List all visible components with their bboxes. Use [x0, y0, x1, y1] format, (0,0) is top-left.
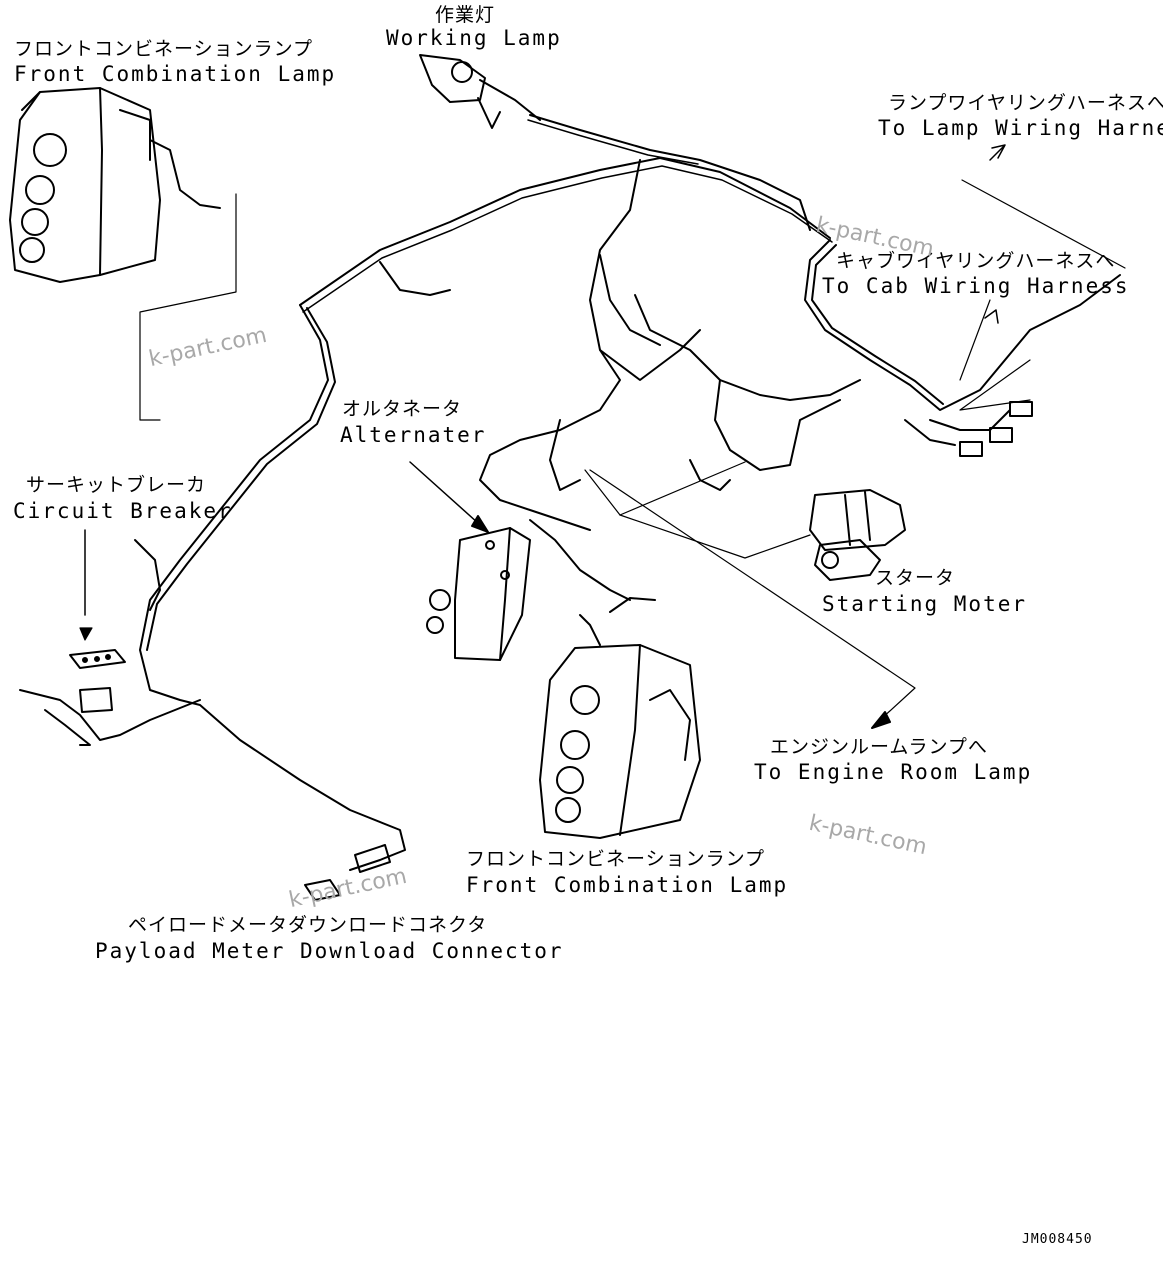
front-combination-lamp-bottom — [539, 597, 701, 839]
payload-connector-label-en: Payload Meter Download Connector — [95, 939, 564, 963]
harness-cab-branch — [804, 239, 1121, 411]
working-lamp-label-en: Working Lamp — [386, 26, 562, 50]
leader-engine-room-lamp — [589, 469, 916, 721]
starting-moter-label-jp: スタータ — [875, 567, 956, 589]
payload-connector-label-jp: ペイロードメータダウンロードコネクタ — [128, 914, 488, 936]
payload-connector — [304, 844, 391, 901]
circuit-breaker-label-en: Circuit Breaker — [13, 499, 233, 523]
front-combination-lamp-bottom-label-en: Front Combination Lamp — [466, 873, 789, 897]
cab-wiring-harness-label-en: To Cab Wiring Harness — [822, 274, 1130, 298]
alternater-label-jp: オルタネータ — [342, 398, 463, 420]
front-combination-lamp-left-label-jp: フロントコンビネーションランプ — [14, 38, 314, 60]
harness-left-branch — [139, 304, 406, 871]
working-lamp — [419, 54, 541, 129]
cab-wiring-harness-label-jp: キャブワイヤリングハーネスへ — [836, 250, 1116, 272]
lamp-leader-line — [139, 193, 237, 421]
front-combination-lamp-bottom-label-jp: フロントコンビネーションランプ — [466, 848, 766, 870]
working-lamp-label-jp: 作業灯 — [435, 4, 496, 26]
harness-working-lamp-branch — [529, 114, 811, 231]
starting-motor — [809, 489, 906, 581]
engine-room-lamp-label-jp: エンジンルームランプへ — [770, 736, 988, 758]
engine-room-lamp-label-en: To Engine Room Lamp — [754, 760, 1033, 784]
front-combination-lamp-left — [9, 87, 221, 283]
harness-middle-branch — [479, 159, 641, 531]
cab-harness-connectors — [904, 401, 1033, 457]
starting-moter-label-en: Starting Moter — [822, 592, 1028, 616]
lamp-wiring-harness-label-jp: ランプワイヤリングハーネスへ — [888, 92, 1163, 114]
alternater-label-en: Alternater — [340, 423, 487, 447]
leader-lamp-harness — [961, 179, 1126, 269]
circuit-breaker-label-jp: サーキットブレーカ — [26, 474, 207, 496]
front-combination-lamp-left-label-en: Front Combination Lamp — [14, 62, 337, 86]
drawing-code: JM008450 — [1022, 1232, 1093, 1247]
circuit-breaker — [19, 539, 201, 746]
harness-main-trunk — [299, 157, 831, 306]
alternator — [426, 527, 531, 661]
lamp-wiring-harness-label-en: To Lamp Wiring Harness — [878, 116, 1163, 140]
